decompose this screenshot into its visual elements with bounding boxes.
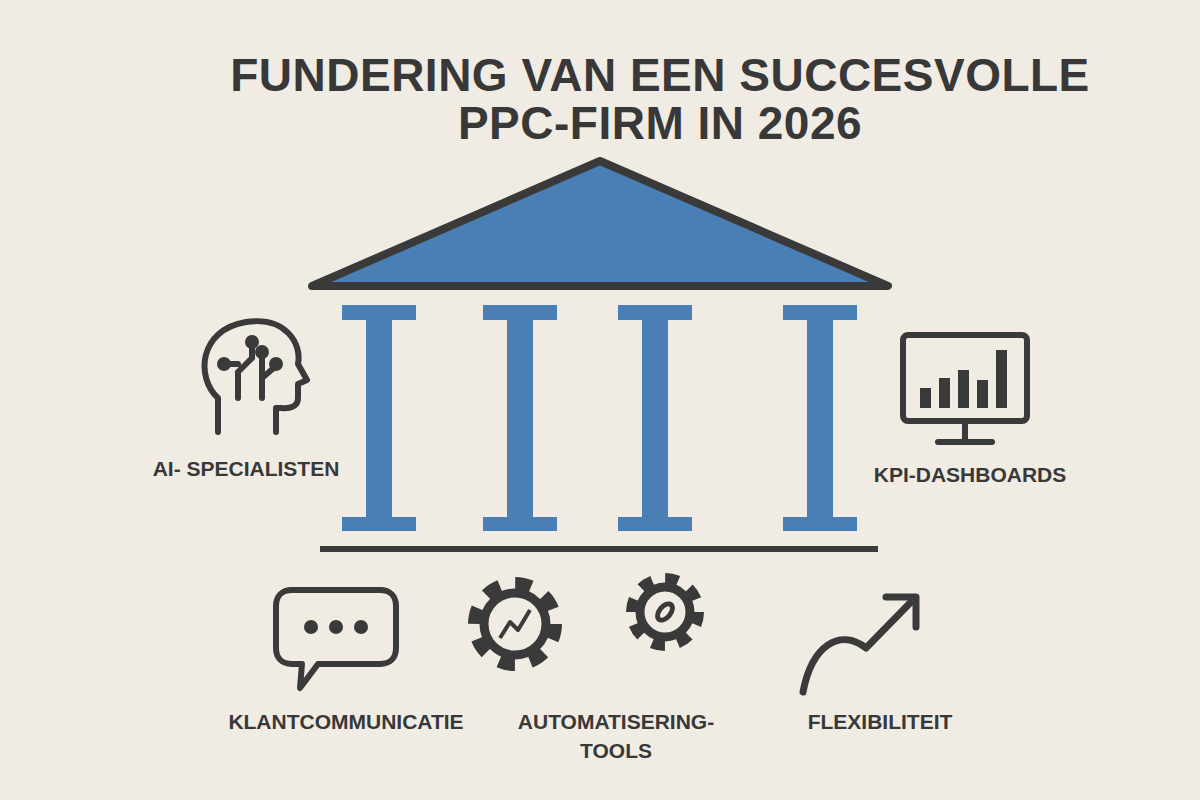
gear-icon <box>632 579 698 645</box>
gear-icon <box>475 584 555 664</box>
pillar <box>618 305 692 531</box>
ai-head-icon <box>205 321 307 432</box>
temple-roof <box>312 161 888 286</box>
temple-pillars <box>342 305 857 531</box>
icon-label: KLANTCOMMUNICATIE <box>228 707 463 736</box>
icon-label: FLEXIBILITEIT <box>808 707 953 736</box>
icon-label: AUTOMATISERING- TOOLS <box>491 707 741 766</box>
icon-label: AI- SPECIALISTEN <box>151 454 341 483</box>
icon-label: KPI-DASHBOARDS <box>874 460 1067 489</box>
diagram-title: FUNDERING VAN EEN SUCCESVOLLE PPC-FIRM I… <box>170 52 1150 148</box>
pillar <box>483 305 557 531</box>
flexibility-arrow-icon <box>803 597 916 692</box>
pillar <box>342 305 416 531</box>
temple-base <box>320 546 878 552</box>
pillar <box>783 305 857 531</box>
speech-bubble-icon <box>276 590 396 688</box>
kpi-monitor-icon <box>903 335 1027 442</box>
